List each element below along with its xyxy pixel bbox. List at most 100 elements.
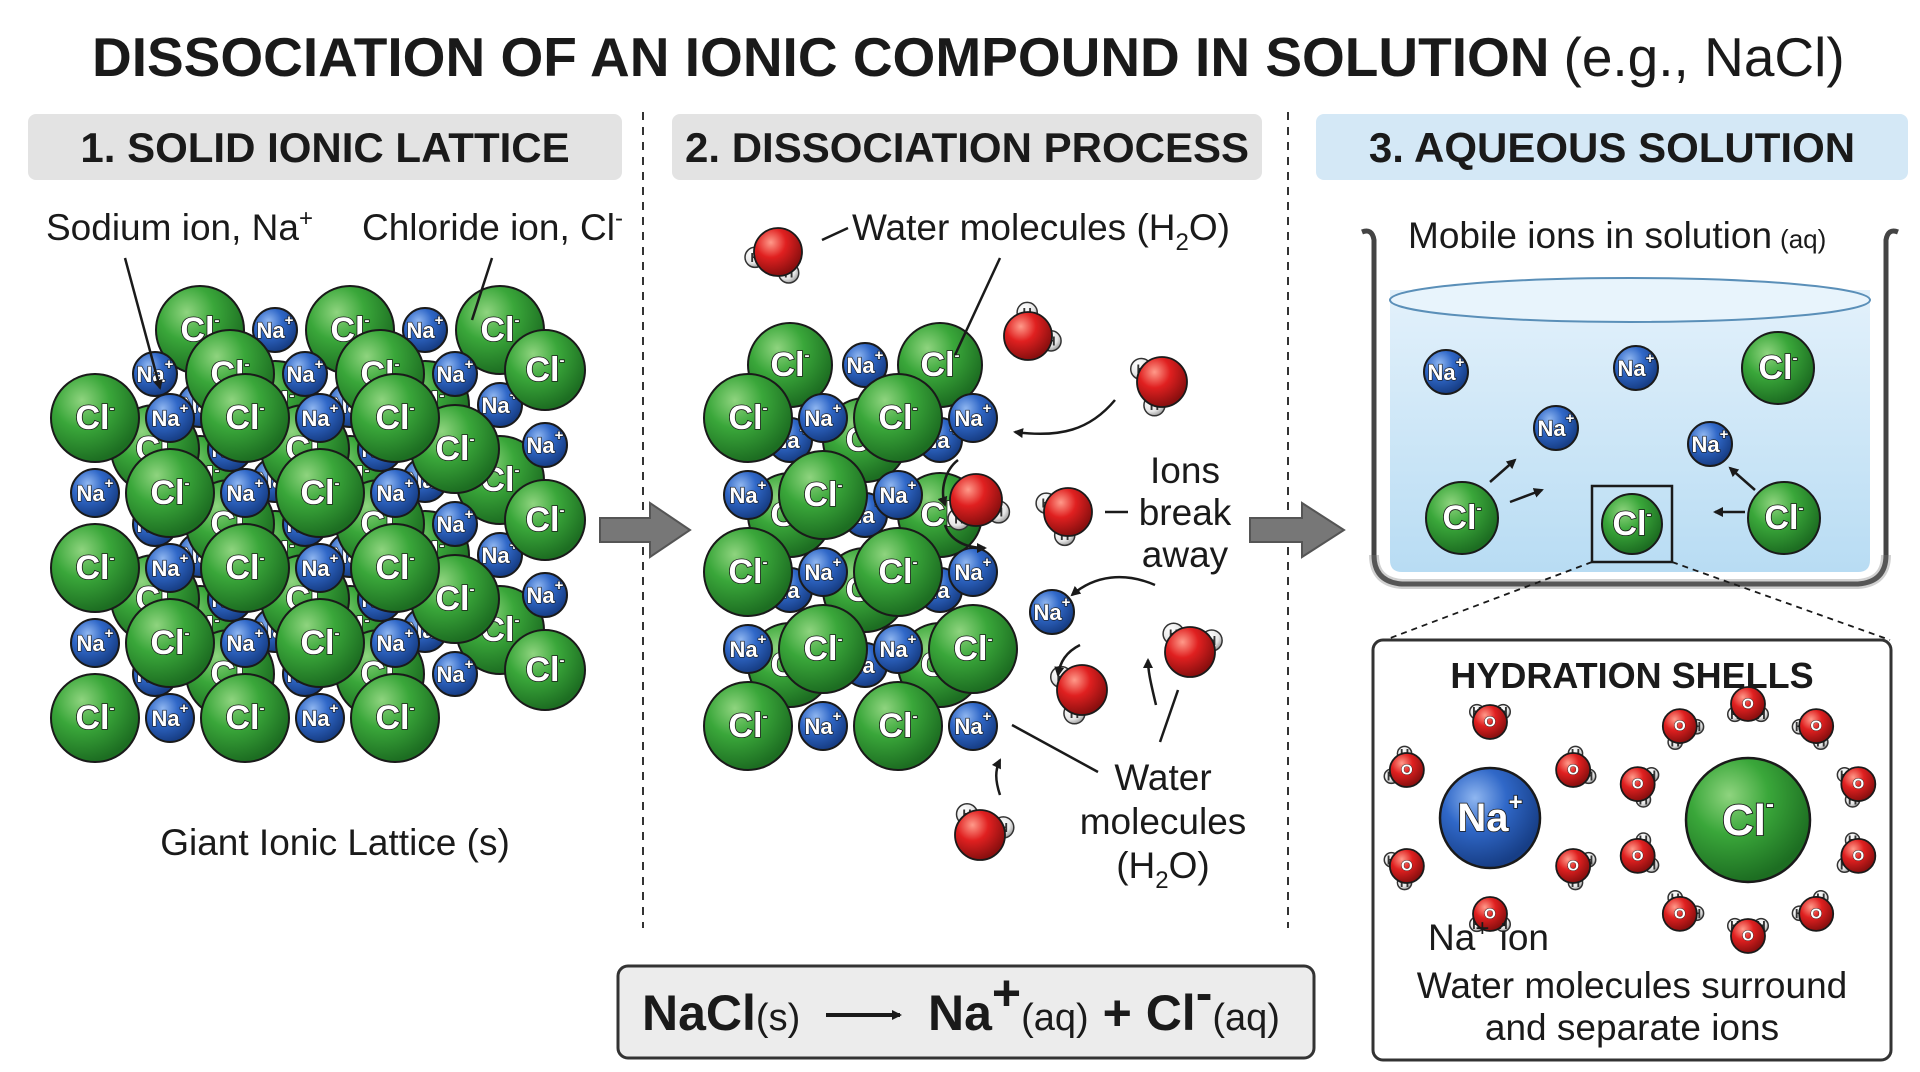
chloride-ion: Cl- bbox=[778, 604, 868, 694]
water-leader-top-2 bbox=[953, 257, 1002, 356]
chloride-ion: Cl- bbox=[1684, 756, 1812, 884]
water-molecule: HH bbox=[1162, 622, 1223, 678]
svg-text:Cl-: Cl- bbox=[879, 399, 918, 437]
oxygen-atom: O bbox=[1388, 848, 1425, 884]
svg-text:Cl-: Cl- bbox=[526, 351, 565, 389]
svg-text:O: O bbox=[1742, 928, 1754, 945]
sodium-ion: Na+ bbox=[432, 501, 478, 547]
chloride-ion: Cl- bbox=[275, 598, 365, 688]
svg-text:Cl-: Cl- bbox=[226, 549, 265, 587]
svg-text:O: O bbox=[1484, 906, 1496, 923]
svg-text:Cl-: Cl- bbox=[376, 399, 415, 437]
sodium-ion: Na+ bbox=[70, 468, 120, 518]
svg-text:Na+: Na+ bbox=[437, 506, 474, 537]
svg-text:Na+: Na+ bbox=[152, 550, 189, 581]
sodium-ion: Na+ bbox=[220, 468, 270, 518]
zoom-line-left bbox=[1384, 561, 1593, 641]
water-molecule: HHO bbox=[1619, 832, 1660, 874]
svg-text:Cl-: Cl- bbox=[1722, 791, 1774, 845]
svg-text:Na+: Na+ bbox=[227, 625, 264, 656]
water-molecules-label-top: Water molecules (H2O) bbox=[852, 207, 1230, 256]
svg-text:Na+: Na+ bbox=[955, 400, 992, 431]
oxygen-atom: O bbox=[1730, 918, 1766, 954]
svg-text:Cl-: Cl- bbox=[151, 474, 190, 512]
svg-text:Cl-: Cl- bbox=[729, 707, 768, 745]
chloride-ion-label: Chloride ion, Cl- bbox=[362, 205, 623, 248]
free-water-molecules: HHHHHHHHHHNa+HHHHHH bbox=[744, 227, 1223, 861]
svg-text:Cl-: Cl- bbox=[226, 399, 265, 437]
sodium-ion: Na+ bbox=[402, 307, 448, 353]
svg-text:O: O bbox=[1742, 696, 1754, 713]
water-molecule: HHO bbox=[1726, 686, 1770, 723]
water-leader-bottom-2 bbox=[1158, 689, 1180, 743]
svg-text:Cl-: Cl- bbox=[879, 707, 918, 745]
oxygen-atom: O bbox=[1798, 708, 1835, 745]
water-molecule: HHO bbox=[1661, 708, 1705, 751]
process-arrow-icon bbox=[1249, 501, 1346, 559]
motion-arrow bbox=[1509, 488, 1544, 504]
svg-text:Na+: Na+ bbox=[730, 631, 767, 662]
equation-products: Na+(aq) + Cl-(aq) bbox=[928, 965, 1280, 1041]
chloride-ion: Cl- bbox=[350, 673, 440, 763]
sodium-ion: Na+ bbox=[70, 618, 120, 668]
sodium-ion: Na+ bbox=[252, 307, 298, 353]
svg-text:Cl-: Cl- bbox=[1765, 499, 1804, 537]
process-arrow-icon bbox=[599, 501, 692, 559]
oxygen-atom: O bbox=[1472, 704, 1508, 740]
svg-text:Na+: Na+ bbox=[302, 400, 339, 431]
sodium-ion: Na+ bbox=[723, 470, 773, 520]
svg-text:Na+: Na+ bbox=[137, 356, 174, 387]
curved-arrow bbox=[1054, 643, 1081, 677]
chloride-ion: Cl- bbox=[50, 673, 140, 763]
svg-text:O: O bbox=[1632, 776, 1644, 793]
chloride-ion: Cl- bbox=[50, 373, 140, 463]
solution-ions: Na+Na+Cl-Na+Na+Cl-Cl-Cl- bbox=[1423, 331, 1821, 555]
svg-text:Na+: Na+ bbox=[302, 550, 339, 581]
svg-text:Na+: Na+ bbox=[527, 577, 564, 608]
chloride-ion: Cl- bbox=[410, 404, 500, 494]
chloride-ion: Cl- bbox=[350, 523, 440, 613]
svg-text:O: O bbox=[1852, 776, 1864, 793]
panel1-title: 1. SOLID IONIC LATTICE bbox=[80, 124, 569, 171]
svg-text:Cl-: Cl- bbox=[771, 346, 810, 384]
svg-text:Na+: Na+ bbox=[805, 708, 842, 739]
water-molecule: HHO bbox=[1555, 745, 1597, 788]
water-molecules-label-bottom-3: (H2O) bbox=[1116, 845, 1210, 894]
svg-text:Na+: Na+ bbox=[1538, 410, 1575, 441]
motion-arrow bbox=[1728, 466, 1756, 491]
chloride-ion: Cl- bbox=[275, 448, 365, 538]
chloride-ion: Cl- bbox=[853, 527, 943, 617]
water-molecule: HHO bbox=[1383, 745, 1425, 788]
hydration-shells-title: HYDRATION SHELLS bbox=[1450, 655, 1813, 696]
svg-text:Na+: Na+ bbox=[1457, 789, 1522, 841]
solid-lattice: Cl-Na+Cl-Na+Cl-Na+Cl-Na+Cl-Na+Cl-Na+Cl-N… bbox=[50, 285, 586, 763]
chloride-ion: Cl- bbox=[50, 523, 140, 613]
sodium-ion: Na+ bbox=[948, 393, 998, 443]
oxygen-atom bbox=[954, 809, 1006, 861]
svg-text:Cl-: Cl- bbox=[921, 346, 960, 384]
oxygen-atom: O bbox=[1730, 686, 1766, 722]
dissociation-arrows bbox=[937, 399, 1158, 796]
panel3-header bbox=[1316, 114, 1908, 180]
svg-text:O: O bbox=[1674, 905, 1686, 922]
oxygen-atom: O bbox=[1555, 752, 1592, 788]
oxygen-atom bbox=[949, 473, 1003, 527]
chloride-ion: Cl- bbox=[200, 523, 290, 613]
svg-text:Na+: Na+ bbox=[302, 700, 339, 731]
water-surface bbox=[1389, 277, 1871, 323]
svg-text:Na+: Na+ bbox=[880, 477, 917, 508]
svg-text:Na+: Na+ bbox=[407, 312, 444, 343]
curved-arrow bbox=[943, 524, 987, 553]
sodium-ion: Na+ bbox=[723, 624, 773, 674]
chloride-ion: Cl- bbox=[200, 673, 290, 763]
svg-text:Na+: Na+ bbox=[527, 427, 564, 458]
sodium-ion: Na+ bbox=[522, 422, 568, 468]
oxygen-atom: O bbox=[1619, 766, 1656, 803]
sodium-ion: Na+ bbox=[798, 701, 848, 751]
sodium-ion: Na+ bbox=[220, 618, 270, 668]
water-molecules-label-bottom-1: Water bbox=[1114, 757, 1211, 798]
sodium-ion: Na+ bbox=[1029, 589, 1075, 635]
svg-text:Cl-: Cl- bbox=[226, 699, 265, 737]
sodium-ion: Na+ bbox=[1687, 421, 1733, 467]
